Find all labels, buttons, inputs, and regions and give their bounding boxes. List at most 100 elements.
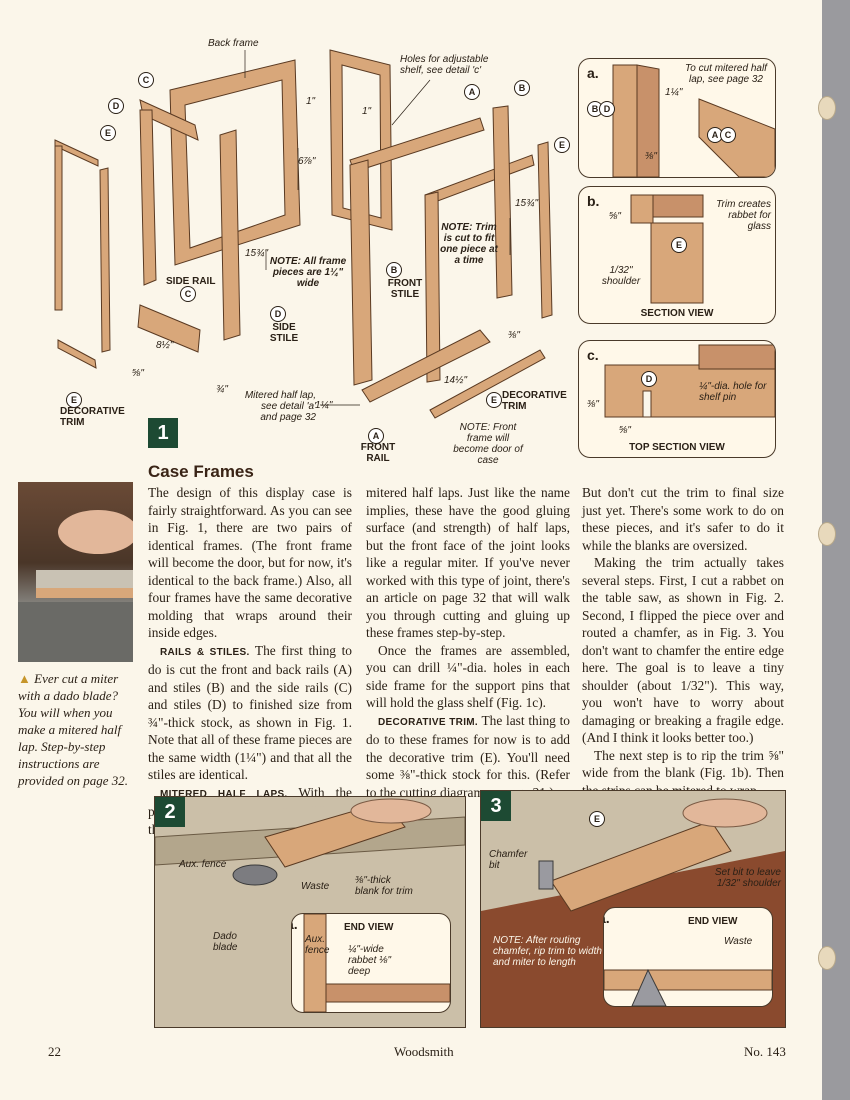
detail-b-letter: b. xyxy=(587,193,600,209)
label-set-bit: Set bit to leave 1/32" shoulder xyxy=(714,867,781,889)
col2-paragraph-3: DECORATIVE TRIM. The last thing to do to… xyxy=(366,712,570,802)
detail-a-dim1: 1¼" xyxy=(665,87,683,98)
dim-8-1-2: 8½" xyxy=(156,340,174,351)
dim-1-b: 1" xyxy=(362,106,372,117)
figure-3-end-view: a. END VIEW Waste xyxy=(603,907,773,1007)
detail-a-panel: a. B D A C To cut mitered half lap, see … xyxy=(578,58,776,178)
magazine-name: Woodsmith xyxy=(394,1044,454,1059)
detail-a-dim2: ⅜" xyxy=(645,151,657,162)
col3-paragraph-2: Making the trim actually takes several s… xyxy=(582,555,784,745)
page-edge xyxy=(822,0,850,1100)
dim-6-7-8: 6⅞" xyxy=(298,156,316,167)
detail-c-panel: c. D ⅜" ⅝" ¼"-dia. hole for shelf pin TO… xyxy=(578,340,776,458)
part-d-marker: D xyxy=(599,101,615,117)
photo-caption: ▲ Ever cut a miter with a dado blade? Yo… xyxy=(18,670,136,789)
end-view-drawing xyxy=(604,968,772,1006)
col1-paragraph-2: RAILS & STILES. The first thing to do is… xyxy=(148,642,352,784)
part-e-marker: E xyxy=(486,392,502,408)
note-front-frame: NOTE: Front frame will become door of ca… xyxy=(453,422,523,466)
page-number: 22 xyxy=(48,1044,61,1059)
part-e-marker: E xyxy=(66,392,82,408)
binder-hole xyxy=(818,96,836,120)
col3-paragraph-1: But don't cut the trim to final size jus… xyxy=(582,485,784,553)
label-side-rail: SIDE RAIL xyxy=(166,276,216,287)
label-back-frame: Back frame xyxy=(208,38,259,49)
detail-c-note: ¼"-dia. hole for shelf pin xyxy=(699,381,767,403)
dim-3-8: ⅜" xyxy=(508,330,520,341)
label-front-rail: FRONT RAIL xyxy=(360,442,396,464)
binder-hole xyxy=(818,522,836,546)
figure-3-number: 3 xyxy=(481,791,511,821)
figure-2-table-saw-rabbet: 2 Aux. fence Waste ⅜"-thick blank for tr… xyxy=(154,796,466,1028)
col1-paragraph-1: The design of this display case is fairl… xyxy=(148,485,352,640)
dim-1-1-4: 1¼" xyxy=(315,400,333,411)
col2-paragraph-2: Once the frames are assembled, you can d… xyxy=(366,642,570,711)
part-c-marker: C xyxy=(138,72,154,88)
dim-1-a: 1" xyxy=(306,96,316,107)
figure-2-end-view: a. END VIEW Aux. fence ¼"-wide rabbet ⅛"… xyxy=(291,913,451,1013)
photo-shapes xyxy=(18,510,133,662)
dim-3-4: ¾" xyxy=(216,384,228,395)
figure-1-exploded-view: Back frame Holes for adjustable shelf, s… xyxy=(40,30,580,466)
part-a-marker: A xyxy=(464,84,480,100)
label-front-stile: FRONT STILE xyxy=(387,278,423,300)
detail-b-note: Trim creates rabbet for glass xyxy=(716,199,771,232)
part-d-marker: D xyxy=(108,98,124,114)
note-mitered-half-lap: Mitered half lap, see detail 'a' and pag… xyxy=(244,390,316,423)
col2-paragraph-1: mitered half laps. Just like the name im… xyxy=(366,485,570,640)
note-trim-fit: NOTE: Trim is cut to fit one piece at a … xyxy=(440,222,498,266)
detail-b-panel: b. ⅝" 1/32" shoulder Trim creates rabbet… xyxy=(578,186,776,324)
part-e-marker: E xyxy=(589,811,605,827)
part-e-marker: E xyxy=(554,137,570,153)
label-holes-note: Holes for adjustable shelf, see detail '… xyxy=(400,54,489,76)
label-decorative-trim-right: DECORATIVE TRIM xyxy=(502,390,567,412)
dim-14-1-2: 14½" xyxy=(444,375,468,386)
figure-2-number: 2 xyxy=(155,797,185,827)
part-c-marker: C xyxy=(720,127,736,143)
label-dado-blade: Dado blade xyxy=(213,931,238,953)
binder-hole xyxy=(818,946,836,970)
detail-c-drawing xyxy=(604,344,775,418)
part-c-marker: C xyxy=(180,286,196,302)
article-column-3: But don't cut the trim to final size jus… xyxy=(582,484,784,799)
label-aux-fence-small: Aux. fence xyxy=(305,934,330,956)
decorative-trim-subhead: DECORATIVE TRIM. xyxy=(378,716,478,728)
detail-c-dim1: ⅜" xyxy=(587,399,599,410)
frame-pieces-drawing xyxy=(54,49,553,419)
label-blank-for-trim: ⅜"-thick blank for trim xyxy=(355,875,413,897)
dim-15-3-4-b: 15¾" xyxy=(515,198,539,209)
part-d-marker: D xyxy=(641,371,657,387)
figure-1-number: 1 xyxy=(148,418,178,448)
article-heading: Case Frames xyxy=(148,462,254,481)
part-d-marker: D xyxy=(270,306,286,322)
detail-c-letter: c. xyxy=(587,347,599,363)
dim-5-8: ⅝" xyxy=(132,368,144,379)
detail-b-dim1: ⅝" xyxy=(609,211,621,222)
detail-a-note: To cut mitered half lap, see page 32 xyxy=(685,63,767,85)
photo-miter-dado xyxy=(18,482,133,662)
detail-b-shoulder: 1/32" shoulder xyxy=(601,265,641,287)
label-aux-fence: Aux. fence xyxy=(179,859,227,870)
article-column-1: The design of this display case is fairl… xyxy=(148,484,352,838)
end-view-drawing xyxy=(303,914,450,1012)
figure-2-detail-letter: a. xyxy=(292,916,298,932)
label-waste: Waste xyxy=(301,881,330,892)
note-after-routing: NOTE: After routing chamfer, rip trim to… xyxy=(493,935,602,968)
detail-a-drawing xyxy=(612,64,775,177)
detail-a-letter: a. xyxy=(587,65,599,81)
rails-stiles-subhead: RAILS & STILES. xyxy=(160,646,250,658)
col1-paragraph-2-text: The first thing to do is cut the front a… xyxy=(148,642,352,783)
detail-b-drawing xyxy=(630,194,704,304)
part-b-marker: B xyxy=(386,262,402,278)
label-decorative-trim-left: DECORATIVE TRIM xyxy=(60,406,125,428)
detail-b-caption: SECTION VIEW xyxy=(640,308,714,319)
article-column-2: mitered half laps. Just like the name im… xyxy=(366,484,570,801)
part-a-marker: A xyxy=(368,428,384,444)
part-e-marker: E xyxy=(100,125,116,141)
detail-c-dim2: ⅝" xyxy=(619,425,631,436)
label-rabbet-size: ¼"-wide rabbet ⅛" deep xyxy=(348,944,392,977)
figure-3-end-view-title: END VIEW xyxy=(688,916,738,927)
dim-15-3-4-a: 15¾" xyxy=(245,248,269,259)
label-side-stile: SIDE STILE xyxy=(269,322,299,344)
